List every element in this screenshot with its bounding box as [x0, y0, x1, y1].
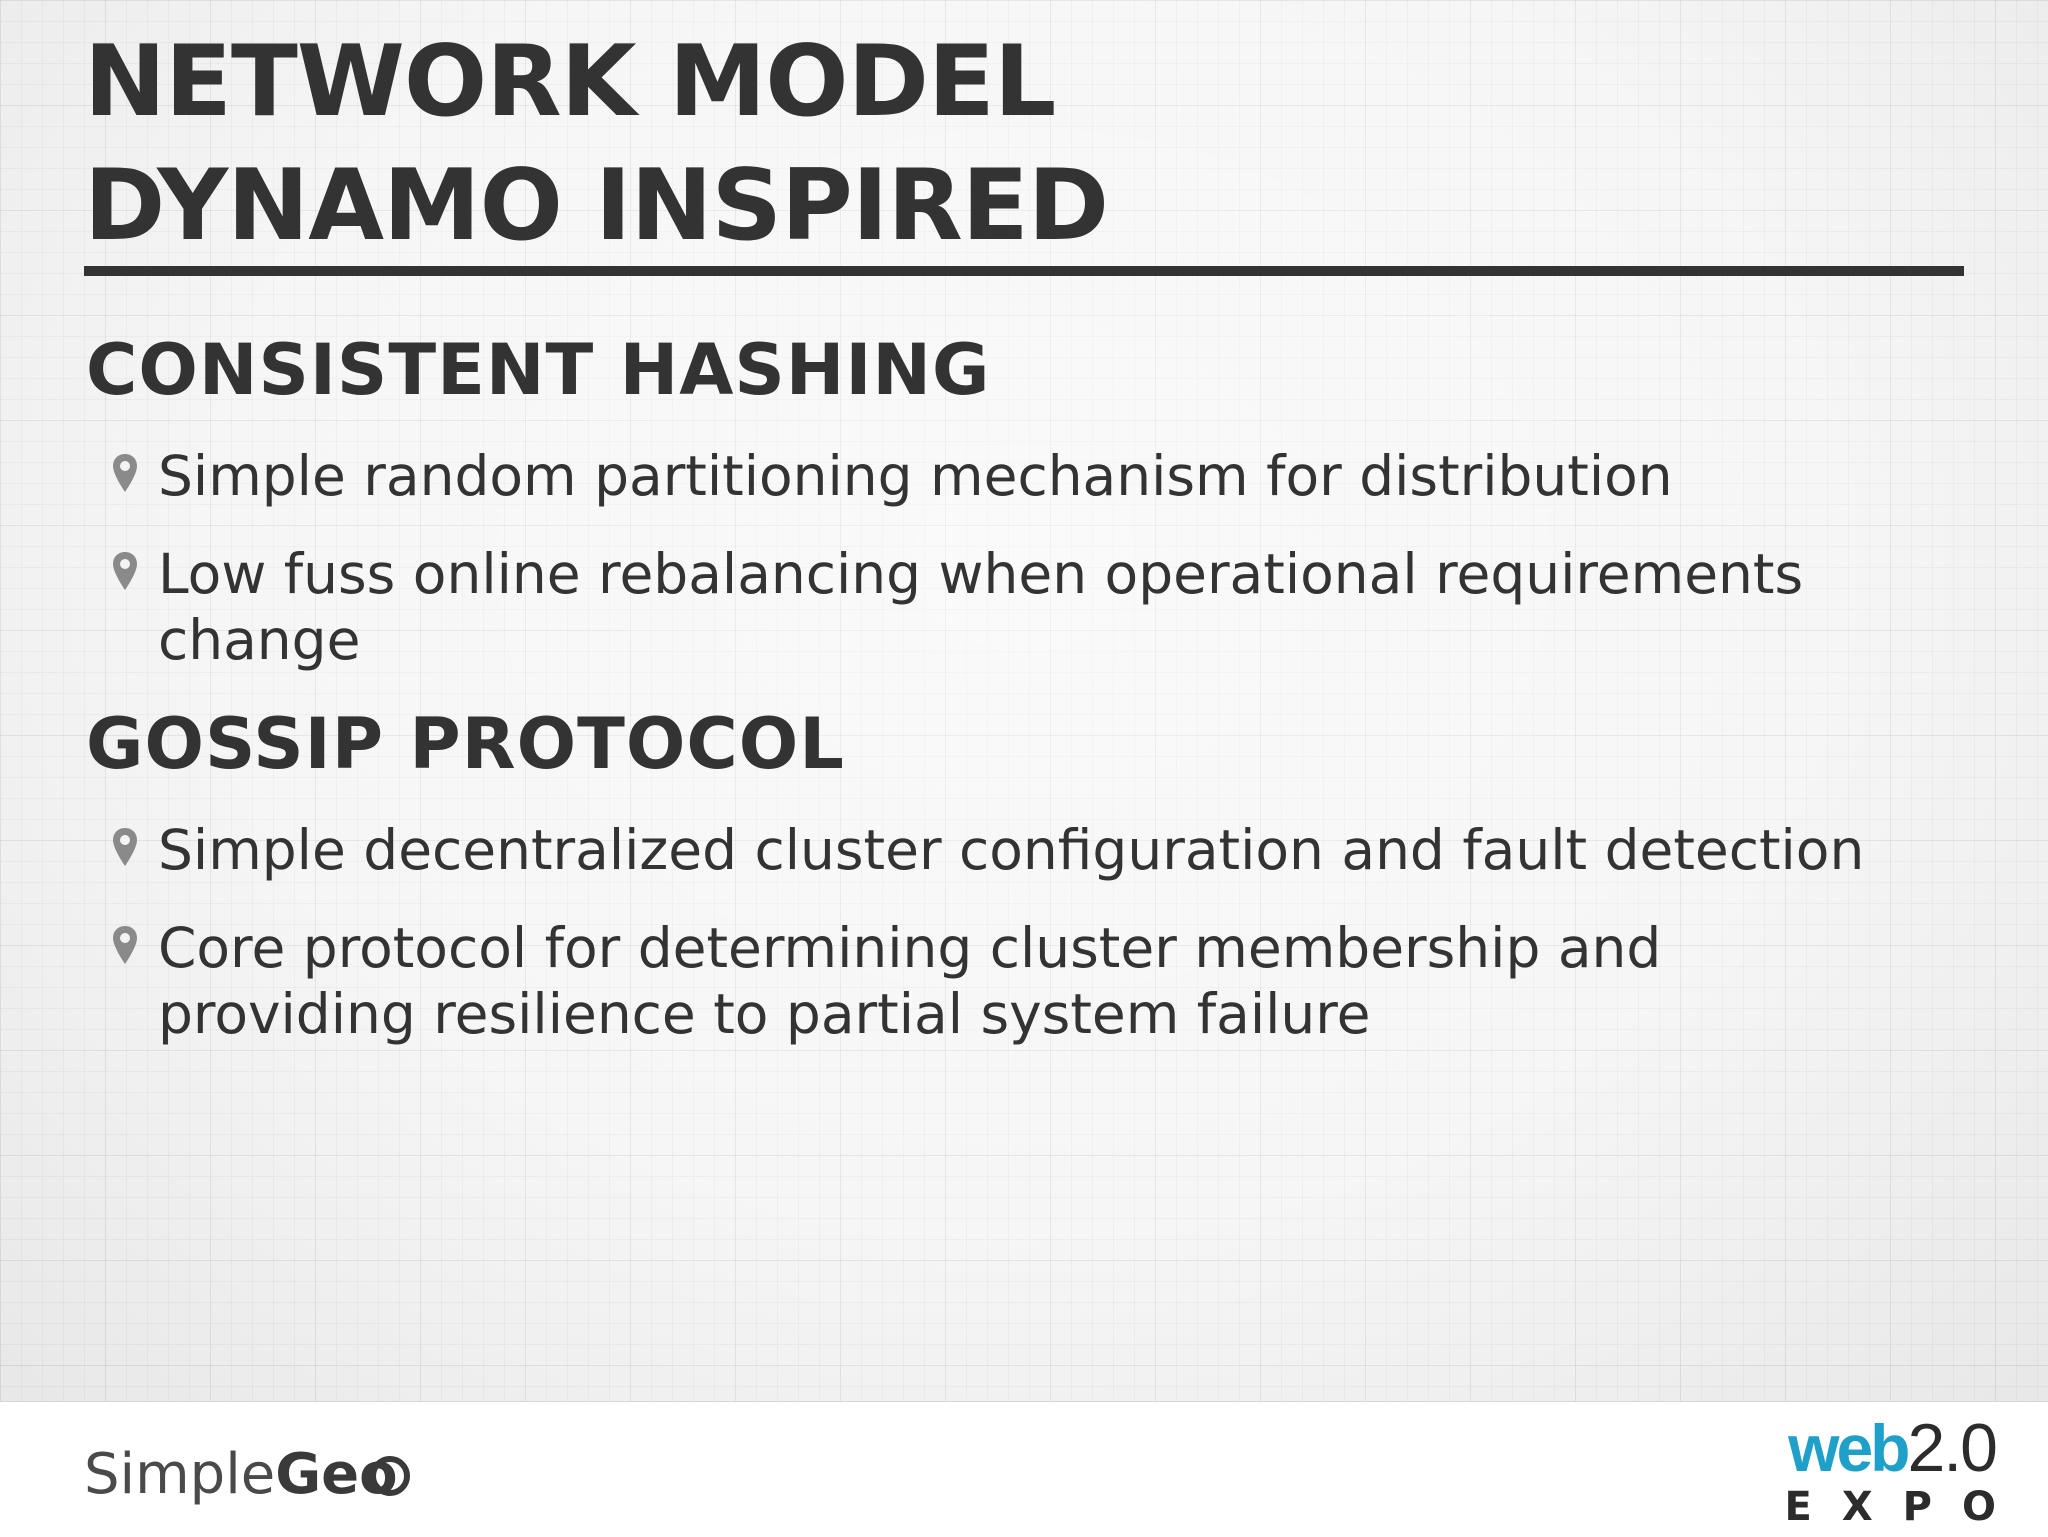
- web20-web: web: [1788, 1411, 1910, 1485]
- web20-expo-logo: web2.0 EXPO: [1756, 1414, 1998, 1536]
- web20-wordmark: web2.0: [1788, 1414, 1998, 1499]
- compass-icon: [370, 1456, 410, 1496]
- map-pin-icon: [113, 552, 137, 590]
- simplegeo-logo: SimpleGeo: [84, 1440, 398, 1510]
- map-pin-icon: [113, 926, 137, 964]
- simplegeo-logo-part2: Geo: [275, 1442, 398, 1507]
- bullet-text: Simple random partitioning mechanism for…: [158, 444, 1673, 508]
- bullet-text: Simple decentralized cluster configurati…: [158, 818, 1865, 882]
- bullet-text: Low fuss online rebalancing when operati…: [158, 542, 1804, 672]
- title-line-2: DYNAMO INSPIRED: [84, 149, 1109, 263]
- web20-expo-text: EXPO: [1784, 1484, 2026, 1530]
- bullet-text: Core protocol for determining cluster me…: [158, 916, 1662, 1046]
- title-divider: [84, 266, 1964, 276]
- footer-bar: SimpleGeo web2.0 EXPO: [0, 1401, 2048, 1537]
- map-pin-icon: [113, 454, 137, 492]
- title-line-1: NETWORK MODEL: [84, 25, 1056, 139]
- section-heading-consistent-hashing: CONSISTENT HASHING: [86, 329, 991, 411]
- web20-version: 2.0: [1907, 1410, 1998, 1486]
- simplegeo-logo-part1: Simple: [84, 1442, 276, 1507]
- slide-vignette: [0, 0, 2048, 1401]
- map-pin-icon: [113, 828, 137, 866]
- section-heading-gossip-protocol: GOSSIP PROTOCOL: [86, 703, 845, 785]
